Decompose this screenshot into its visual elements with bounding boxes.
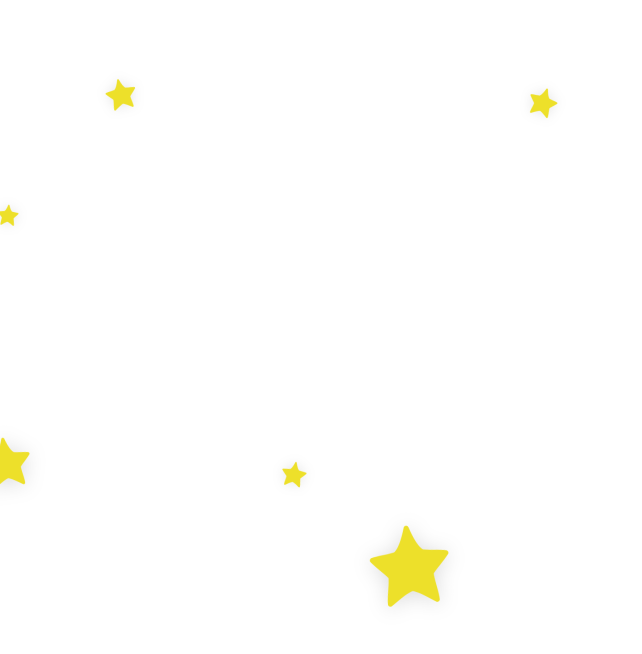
star-icon (363, 519, 457, 612)
star-icon (524, 83, 562, 121)
star-icon (0, 431, 36, 494)
star-icon (279, 459, 309, 489)
star-icon (0, 203, 20, 227)
star-icon (102, 75, 140, 113)
